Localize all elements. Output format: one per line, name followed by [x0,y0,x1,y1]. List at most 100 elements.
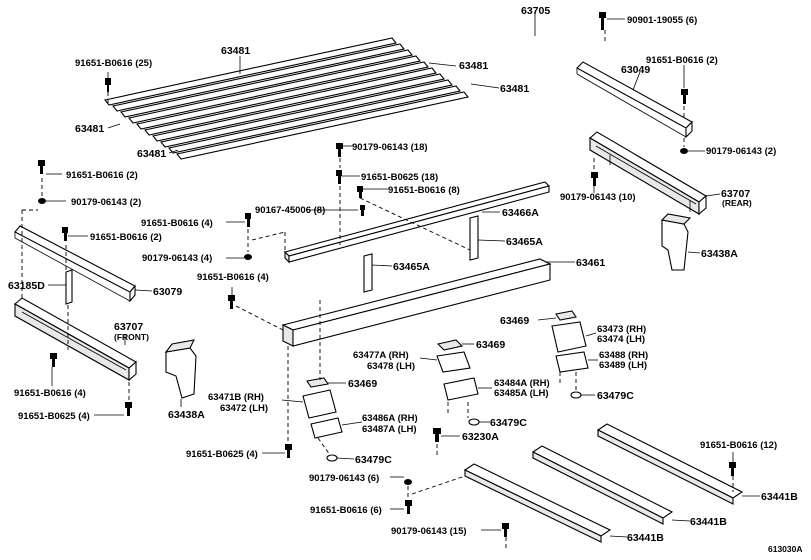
label-63469-c: 63469 [348,378,377,390]
bolt-icon [336,143,343,157]
bolt-icon [105,78,111,92]
bolt-icon [360,205,365,216]
bracket-63486A [310,417,343,439]
label-63707-front: 63707 [114,321,143,333]
plate-63465A-a [469,215,479,261]
bracket-63488 [555,351,589,373]
rear-frame-63707 [589,131,707,216]
label-90179-06143-18: 90179-06143 (18) [352,142,428,153]
crossmember-63466A [283,181,551,264]
label-63477A: 63477A (RH) [353,350,409,361]
label-63481-top: 63481 [221,45,250,57]
washer-icon [468,418,480,426]
label-90179-06143-2b: 90179-06143 (2) [71,197,141,208]
label-63481-left-2: 63481 [137,148,166,160]
label-63479C-c: 63479C [355,454,392,466]
label-90167-45006: 90167-45006 (8) [255,205,325,216]
washer-icon [326,454,338,462]
washer-icon [244,254,252,260]
label-63465A-a: 63465A [506,236,543,248]
label-63230A: 63230A [462,431,499,443]
pad-63469 [436,339,464,351]
bolt-icon [591,172,598,186]
label-63489: 63489 (LH) [599,360,647,371]
label-91651-b0616-4b: 91651-B0616 (4) [197,272,269,283]
bracket-63484A [443,377,479,401]
bracket-63477A [436,351,471,373]
label-63479C-a: 63479C [597,390,634,402]
label-91651-b0616-12: 91651-B0616 (12) [700,440,777,451]
label-63466A: 63466A [502,207,539,219]
label-91651-b0616-6: 91651-B0616 (6) [310,505,382,516]
label-63441B-b: 63441B [690,516,727,528]
plate-63465A-b [363,253,373,293]
label-63469-b: 63469 [476,339,505,351]
label-91651-b0616-2c: 91651-B0616 (2) [90,232,162,243]
washer-icon [570,391,582,399]
label-90179-06143-2a: 90179-06143 (2) [706,146,776,157]
label-63478: 63478 (LH) [367,361,415,372]
bolt-icon [681,89,688,104]
label-63461: 63461 [576,257,605,269]
label-90179-06143-4: 90179-06143 (4) [142,253,212,264]
leader-lines [46,14,760,538]
bracket-63471B [302,389,337,419]
bracket-63185D [65,269,73,305]
label-91651-b0616-25: 91651-B0616 (25) [75,58,152,69]
label-63705: 63705 [521,5,550,17]
diagram-id: 613030A [768,544,803,554]
label-63481-left-1: 63481 [75,123,104,135]
label-63707-rear: 63707 [721,188,750,200]
washer-icon [404,479,412,485]
bracket-63438A-right [660,213,692,271]
washer-icon [680,148,688,154]
label-91651-b0616-4c: 91651-B0616 (4) [14,388,86,399]
hook-63705 [522,37,601,53]
label-63707-front-sub: (FRONT) [114,332,149,342]
rail-63441B-a [463,463,612,543]
label-91651-b0625-4b: 91651-B0625 (4) [186,449,258,460]
label-63474: 63474 (LH) [597,334,645,345]
label-63707-rear-sub: (REAR) [722,198,752,208]
label-90901-19055: 90901-19055 (6) [627,15,697,26]
label-91651-b0616-8: 91651-B0616 (8) [388,185,460,196]
label-63488: 63488 (RH) [599,350,648,361]
bolt-icon [405,500,412,514]
label-63438A-left: 63438A [168,409,205,421]
bolt-icon [285,444,292,458]
rail-63441B-b [531,445,674,525]
bolt-icon [228,295,235,309]
dashed-guides [21,30,734,550]
label-90179-06143-10: 90179-06143 (10) [560,192,636,203]
label-91651-b0625-4a: 91651-B0625 (4) [18,411,90,422]
bolt-icon [245,213,251,227]
bolt-icon [599,12,606,30]
bracket-63473 [551,321,587,353]
front-frame-63707 [14,297,137,382]
label-63473: 63473 (RH) [597,324,646,335]
label-63471B: 63471B (RH) [208,392,264,403]
bolt-icon [357,186,363,198]
bolt-icon [336,170,342,184]
label-90179-06143-15: 90179-06143 (15) [391,526,467,537]
label-90179-06143-6: 90179-06143 (6) [309,473,379,484]
label-63479C-b: 63479C [490,417,527,429]
bolt-icon [433,428,441,442]
label-63481-right-2: 63481 [500,83,529,95]
label-63485A: 63485A (LH) [494,388,549,399]
label-63185D: 63185D [8,280,45,292]
bolt-icon [125,402,132,416]
bolt-icon [62,227,68,241]
bolt-icon [38,160,45,174]
label-63465A-b: 63465A [393,261,430,273]
bolt-icon [502,523,509,537]
rail-63441B-c [596,423,744,505]
label-63484A: 63484A (RH) [494,378,550,389]
bar-63049 [576,61,693,139]
label-63441B-a: 63441B [761,491,798,503]
label-63469-a: 63469 [500,315,529,327]
label-91651-b0616-2a: 91651-B0616 (2) [646,55,718,66]
part-labels: 63481 63481 63481 63481 63481 91651-B061… [8,5,803,554]
